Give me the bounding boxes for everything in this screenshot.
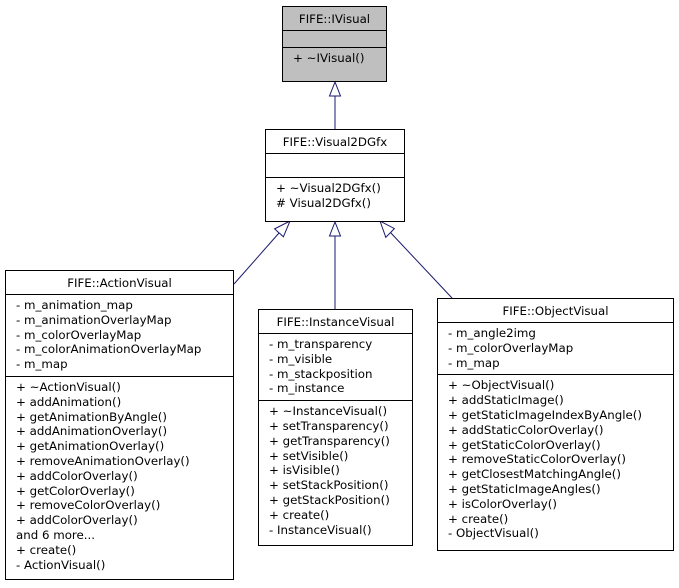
method-line: + create() bbox=[16, 542, 77, 557]
method-line: + create() bbox=[269, 507, 330, 522]
method-line: # Visual2DGfx() bbox=[276, 195, 371, 210]
class-box-objectvisual: FIFE::ObjectVisual - m_angle2img - m_col… bbox=[437, 298, 674, 551]
method-line: - ObjectVisual() bbox=[448, 526, 539, 541]
method-line: + ~IVisual() bbox=[293, 51, 365, 65]
attribute-line: - m_colorOverlayMap bbox=[16, 327, 142, 342]
attributes-objectvisual: - m_angle2img - m_colorOverlayMap - m_ma… bbox=[438, 322, 673, 374]
edge-objectvisual-visual2dgfx bbox=[389, 231, 453, 299]
class-box-instancevisual: FIFE::InstanceVisual - m_transparency - … bbox=[258, 309, 413, 546]
method-line: + ~ObjectVisual() bbox=[448, 378, 555, 393]
methods-ivisual: + ~IVisual() bbox=[283, 47, 386, 70]
method-line: + ~InstanceVisual() bbox=[269, 404, 388, 419]
attributes-actionvisual: - m_animation_map - m_animationOverlayMa… bbox=[6, 294, 233, 376]
method-line: + getStackPosition() bbox=[269, 492, 390, 507]
class-name-visual2dgfx: FIFE::Visual2DGfx bbox=[282, 135, 388, 149]
method-line: + getTransparency() bbox=[269, 433, 390, 448]
method-line: - ActionVisual() bbox=[16, 557, 106, 572]
method-line: + removeColorOverlay() bbox=[16, 498, 161, 513]
method-line: + create() bbox=[448, 511, 509, 526]
attribute-line: - m_animation_map bbox=[16, 298, 133, 312]
method-line: + removeStaticColorOverlay() bbox=[448, 452, 627, 467]
method-line: + addColorOverlay() bbox=[16, 468, 138, 483]
method-line: + addStaticImage() bbox=[448, 393, 564, 408]
method-line: + setTransparency() bbox=[269, 418, 389, 433]
attribute-line: - m_animationOverlayMap bbox=[16, 312, 172, 327]
method-line: + getAnimationOverlay() bbox=[16, 439, 165, 454]
method-line: + isColorOverlay() bbox=[448, 496, 557, 511]
class-name-instancevisual: FIFE::InstanceVisual bbox=[276, 315, 395, 329]
class-box-actionvisual: FIFE::ActionVisual - m_animation_map - m… bbox=[5, 270, 234, 580]
method-line: + isVisible() bbox=[269, 463, 340, 478]
method-line: + getStaticImageAngles() bbox=[448, 481, 601, 496]
class-name-actionvisual: FIFE::ActionVisual bbox=[67, 276, 172, 290]
method-line: + setVisible() bbox=[269, 448, 349, 463]
attribute-line: - m_transparency bbox=[269, 337, 373, 351]
method-line: + setStackPosition() bbox=[269, 478, 389, 493]
method-line: + addAnimation() bbox=[16, 394, 122, 409]
attribute-line: - m_colorOverlayMap bbox=[448, 340, 574, 355]
method-line: + ~Visual2DGfx() bbox=[276, 181, 381, 195]
attribute-line: - m_map bbox=[16, 357, 68, 372]
method-line: + addColorOverlay() bbox=[16, 513, 138, 528]
method-line: + addStaticColorOverlay() bbox=[448, 422, 604, 437]
attributes-visual2dgfx bbox=[266, 153, 404, 177]
attribute-line: - m_visible bbox=[269, 351, 333, 366]
methods-instancevisual: + ~InstanceVisual() + setTransparency() … bbox=[259, 400, 412, 541]
method-line: + removeAnimationOverlay() bbox=[16, 453, 190, 468]
method-line: + getClosestMatchingAngle() bbox=[448, 467, 621, 482]
method-line: + getStaticColorOverlay() bbox=[448, 437, 601, 452]
method-line: + addAnimationOverlay() bbox=[16, 424, 168, 439]
class-box-visual2dgfx: FIFE::Visual2DGfx + ~Visual2DGfx() # Vis… bbox=[265, 129, 405, 222]
attribute-line: - m_map bbox=[448, 355, 500, 370]
attribute-line: - m_angle2img bbox=[448, 326, 536, 340]
methods-objectvisual: + ~ObjectVisual() + addStaticImage() + g… bbox=[438, 374, 673, 545]
class-box-ivisual: FIFE::IVisual + ~IVisual() bbox=[282, 6, 387, 82]
arrowhead-visual2dgfx-right bbox=[379, 219, 396, 239]
method-line: - InstanceVisual() bbox=[269, 522, 372, 537]
attribute-line: - m_instance bbox=[269, 381, 345, 396]
class-name-ivisual: FIFE::IVisual bbox=[298, 12, 371, 26]
more-methods-note: and 6 more... bbox=[16, 527, 96, 542]
arrowhead-ivisual bbox=[328, 80, 342, 97]
attribute-line: - m_colorAnimationOverlayMap bbox=[16, 342, 202, 357]
method-line: + getStaticImageIndexByAngle() bbox=[448, 407, 643, 422]
class-name-objectvisual: FIFE::ObjectVisual bbox=[502, 304, 609, 318]
attributes-instancevisual: - m_transparency - m_visible - m_stackpo… bbox=[259, 333, 412, 400]
method-line: + ~ActionVisual() bbox=[16, 379, 121, 394]
edge-actionvisual-visual2dgfx bbox=[233, 232, 280, 285]
method-line: + getAnimationByAngle() bbox=[16, 409, 167, 424]
arrowhead-visual2dgfx-left bbox=[273, 219, 291, 238]
methods-visual2dgfx: + ~Visual2DGfx() # Visual2DGfx() bbox=[266, 177, 404, 215]
attributes-ivisual bbox=[283, 30, 386, 47]
arrowhead-visual2dgfx-center bbox=[328, 220, 342, 237]
attribute-line: - m_stackposition bbox=[269, 366, 373, 381]
methods-actionvisual: + ~ActionVisual() + addAnimation() + get… bbox=[6, 375, 233, 576]
method-line: + getColorOverlay() bbox=[16, 483, 135, 498]
